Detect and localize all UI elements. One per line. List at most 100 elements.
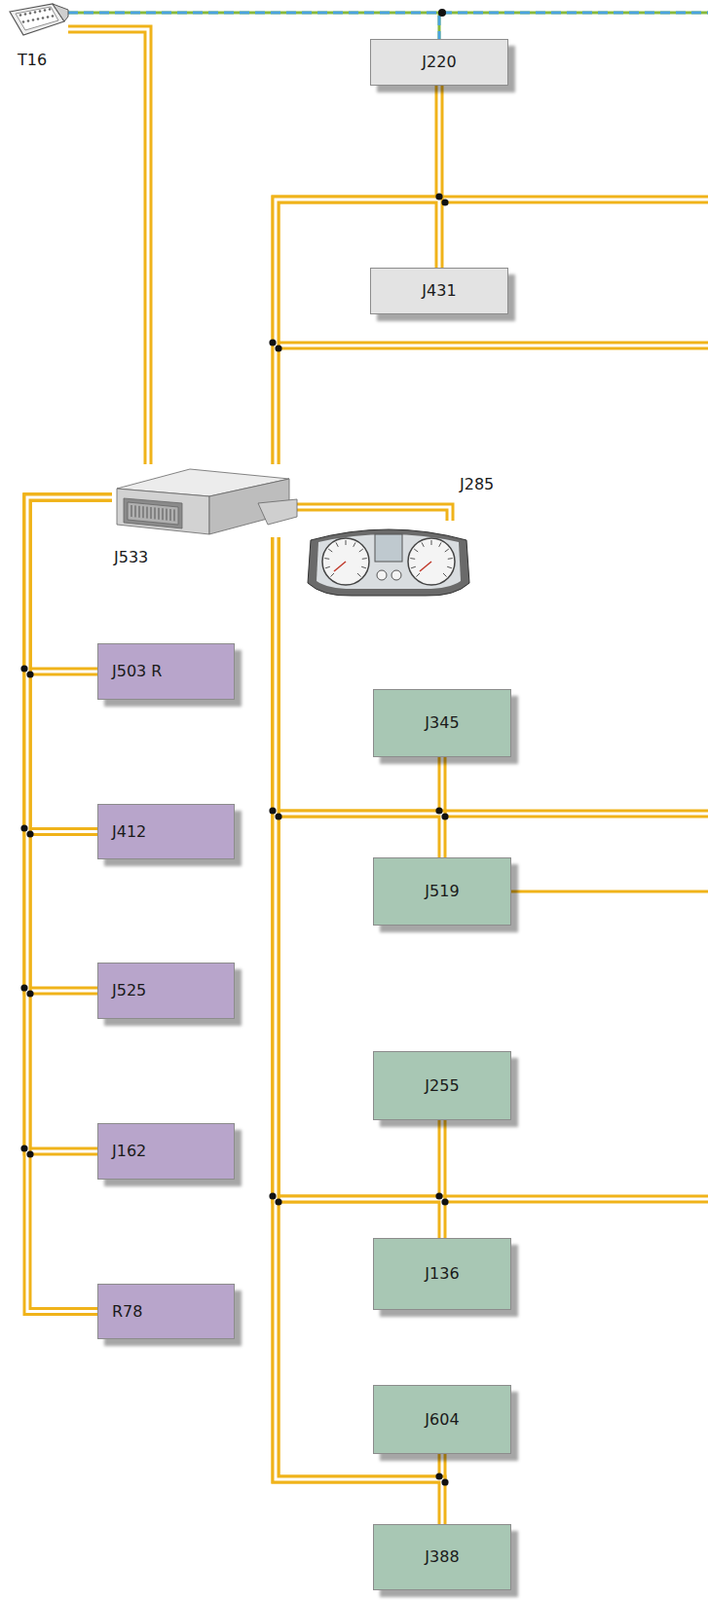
junction-dot: [20, 824, 28, 832]
plug-pin: [135, 505, 137, 518]
junction-dot: [438, 8, 447, 17]
gauge-tick: [443, 573, 448, 578]
can-bus-line: [68, 29, 149, 465]
control-unit-box: J519: [372, 857, 512, 927]
can-bus-line: [275, 341, 708, 351]
control-unit-box: J388: [372, 1525, 512, 1592]
gateway-unit: J533: [111, 464, 298, 538]
cluster-housing: [307, 529, 470, 597]
junction-dot: [268, 807, 276, 815]
gauge-dial: [322, 538, 370, 586]
plug-pin: [166, 509, 168, 522]
plug-pin: [147, 507, 149, 520]
connector-pin: [37, 17, 40, 21]
connector-tail: [52, 3, 69, 22]
instrument-cluster-drawing: [306, 521, 471, 597]
gauge-tick: [445, 549, 449, 553]
plug-pin: [143, 506, 145, 519]
connector-pin: [46, 15, 50, 19]
gauge-tick: [410, 566, 416, 569]
junction-dot: [20, 984, 28, 992]
connector-pin: [24, 12, 28, 16]
unit-label: J162: [111, 1142, 147, 1162]
unit-label: J388: [424, 1548, 459, 1568]
junction-dot: [435, 807, 443, 815]
plug-socket: [123, 498, 183, 529]
can-bus-gap: [442, 813, 708, 817]
junction-dot: [441, 813, 448, 820]
can-bus-gap: [275, 199, 440, 465]
k-line-continuation: [442, 12, 708, 14]
junction-dot: [26, 1151, 34, 1158]
gauge-needle: [334, 561, 346, 572]
junction-dot: [441, 1479, 448, 1487]
connector-pin: [29, 11, 33, 15]
diagnostic-connector: T16: [7, 1, 69, 47]
junction-dot: [274, 1198, 282, 1206]
control-unit-box: J604: [372, 1385, 512, 1455]
gauge-tick: [357, 573, 362, 578]
can-bus-gap: [27, 497, 112, 1313]
connector-pin: [22, 20, 26, 24]
can-bus-outer: [27, 497, 112, 1313]
junction-dot: [20, 665, 28, 672]
small-gauge: [391, 570, 402, 581]
can-bus-line: [275, 537, 443, 1481]
can-bus-gap: [275, 537, 443, 1526]
mounting-tab: [258, 499, 298, 525]
plug-inner: [127, 502, 179, 525]
can-bus-outer: [275, 199, 440, 465]
control-unit-box: J255: [372, 1051, 512, 1121]
junction-dot: [26, 670, 34, 678]
junction-dot: [435, 192, 443, 200]
plug-pins: [131, 505, 175, 522]
plug-pin: [131, 505, 133, 518]
lin-bus-line: [506, 891, 708, 895]
connector-pin: [41, 16, 45, 20]
gauge-tick: [413, 549, 418, 553]
connector-pin: [27, 19, 31, 23]
gauge-ticks: [324, 540, 367, 578]
gauge-tick: [362, 558, 368, 560]
gauge-tick: [361, 566, 367, 569]
gauge-tick: [439, 542, 442, 547]
plug-pin: [150, 507, 152, 520]
diagnostic-connector-drawing: [7, 1, 69, 47]
junction-dot: [268, 1192, 276, 1200]
plug-pin: [139, 506, 141, 519]
part-label: J285: [459, 475, 494, 495]
connector-pins: [19, 7, 55, 24]
control-unit-box: J503 R: [97, 643, 235, 701]
can-bus-outer: [275, 537, 443, 1481]
small-gauge: [376, 570, 387, 581]
junction-dot: [268, 338, 276, 346]
connector-pin: [19, 13, 23, 17]
control-unit-box: J431: [370, 267, 509, 315]
unit-label: J519: [424, 882, 459, 902]
control-unit-box: J525: [97, 963, 235, 1020]
gauge-tick: [409, 558, 415, 560]
unit-label: J431: [421, 281, 456, 301]
connector-pin: [48, 7, 52, 11]
can-bus-gap: [442, 198, 708, 202]
plug-pin: [162, 508, 164, 521]
gauge-tick: [421, 542, 424, 547]
can-bus-gap: [27, 497, 112, 992]
cluster-display: [374, 534, 403, 562]
unit-label: J412: [111, 822, 147, 843]
gauge-tick: [325, 566, 331, 569]
unit-label: J345: [424, 713, 459, 734]
unit-label: J255: [424, 1077, 459, 1097]
can-bus-line: [297, 507, 450, 522]
can-bus-line: [442, 1195, 708, 1205]
gauge-tick: [415, 573, 420, 578]
connector-pin: [32, 18, 36, 22]
control-unit-box: J162: [97, 1123, 235, 1181]
gauge-dial: [408, 538, 455, 586]
gauge-tick: [335, 542, 338, 547]
can-bus-gap: [275, 344, 708, 348]
